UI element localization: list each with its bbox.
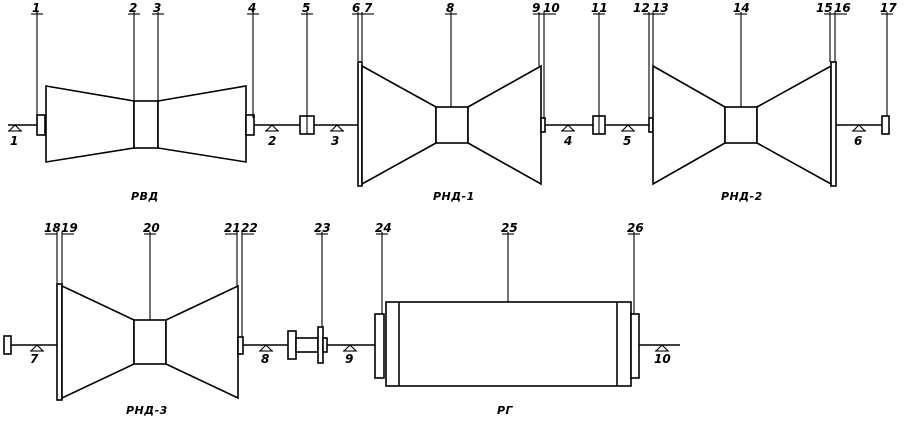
callout-7: 7 (364, 1, 373, 15)
bearing-markers (7, 124, 867, 352)
bearing-5: 5 (623, 134, 631, 148)
callout-leaders (31, 12, 893, 337)
rotor-rvd (36, 85, 255, 163)
bearing-2: 2 (268, 134, 276, 148)
bearing-7: 7 (30, 352, 39, 366)
callout-17: 17 (880, 1, 897, 15)
callout-16: 16 (834, 1, 851, 15)
bearing-8: 8 (261, 352, 269, 366)
rotor-captions: РВД РНД-1 РНД-2 РНД-3 РГ (126, 190, 763, 417)
rotor-rnd-2 (648, 61, 837, 187)
bearing-9: 9 (345, 352, 353, 366)
callout-3: 3 (153, 1, 161, 15)
bearing-labels: 1 2 3 4 5 6 7 8 9 10 (10, 134, 862, 366)
callout-23: 23 (314, 221, 331, 235)
callout-labels: 1 2 3 4 5 6 7 8 9 10 11 12 13 14 15 16 1… (32, 1, 897, 235)
bearing-1: 1 (10, 134, 18, 148)
caption-rnd1: РНД-1 (433, 190, 475, 203)
callout-12: 12 (633, 1, 650, 15)
callout-25: 25 (501, 221, 518, 235)
rotor-rg (374, 301, 640, 387)
bearing-4: 4 (563, 134, 572, 148)
caption-rnd2: РНД-2 (721, 190, 763, 203)
coupling-11 (592, 115, 606, 135)
callout-20: 20 (143, 221, 160, 235)
callout-24: 24 (375, 221, 392, 235)
callout-14: 14 (733, 1, 750, 15)
callout-21: 21 (224, 221, 241, 235)
coupling-5 (299, 115, 315, 135)
callout-11: 11 (591, 1, 608, 15)
bearing-10: 10 (654, 352, 671, 366)
coupling-23 (287, 326, 328, 364)
shaft-end-left (3, 335, 12, 355)
caption-rvd: РВД (131, 190, 159, 203)
callout-4: 4 (247, 1, 256, 15)
rotor-rnd-1 (357, 61, 546, 187)
callout-22: 22 (241, 221, 258, 235)
callout-18: 18 (44, 221, 61, 235)
callout-2: 2 (129, 1, 137, 15)
callout-19: 19 (61, 221, 78, 235)
bearing-6: 6 (854, 134, 862, 148)
callout-6: 6 (352, 1, 360, 15)
callout-26: 26 (627, 221, 644, 235)
callout-9: 9 (532, 1, 540, 15)
shaft-end-17 (881, 115, 890, 135)
callout-15: 15 (816, 1, 833, 15)
callout-1: 1 (32, 1, 40, 15)
callout-8: 8 (446, 1, 454, 15)
rotor-rnd-3 (56, 283, 244, 401)
callout-13: 13 (652, 1, 669, 15)
caption-rg: РГ (497, 404, 514, 417)
caption-rnd3: РНД-3 (126, 404, 168, 417)
callout-5: 5 (302, 1, 310, 15)
bearing-3: 3 (331, 134, 339, 148)
callout-10: 10 (543, 1, 560, 15)
